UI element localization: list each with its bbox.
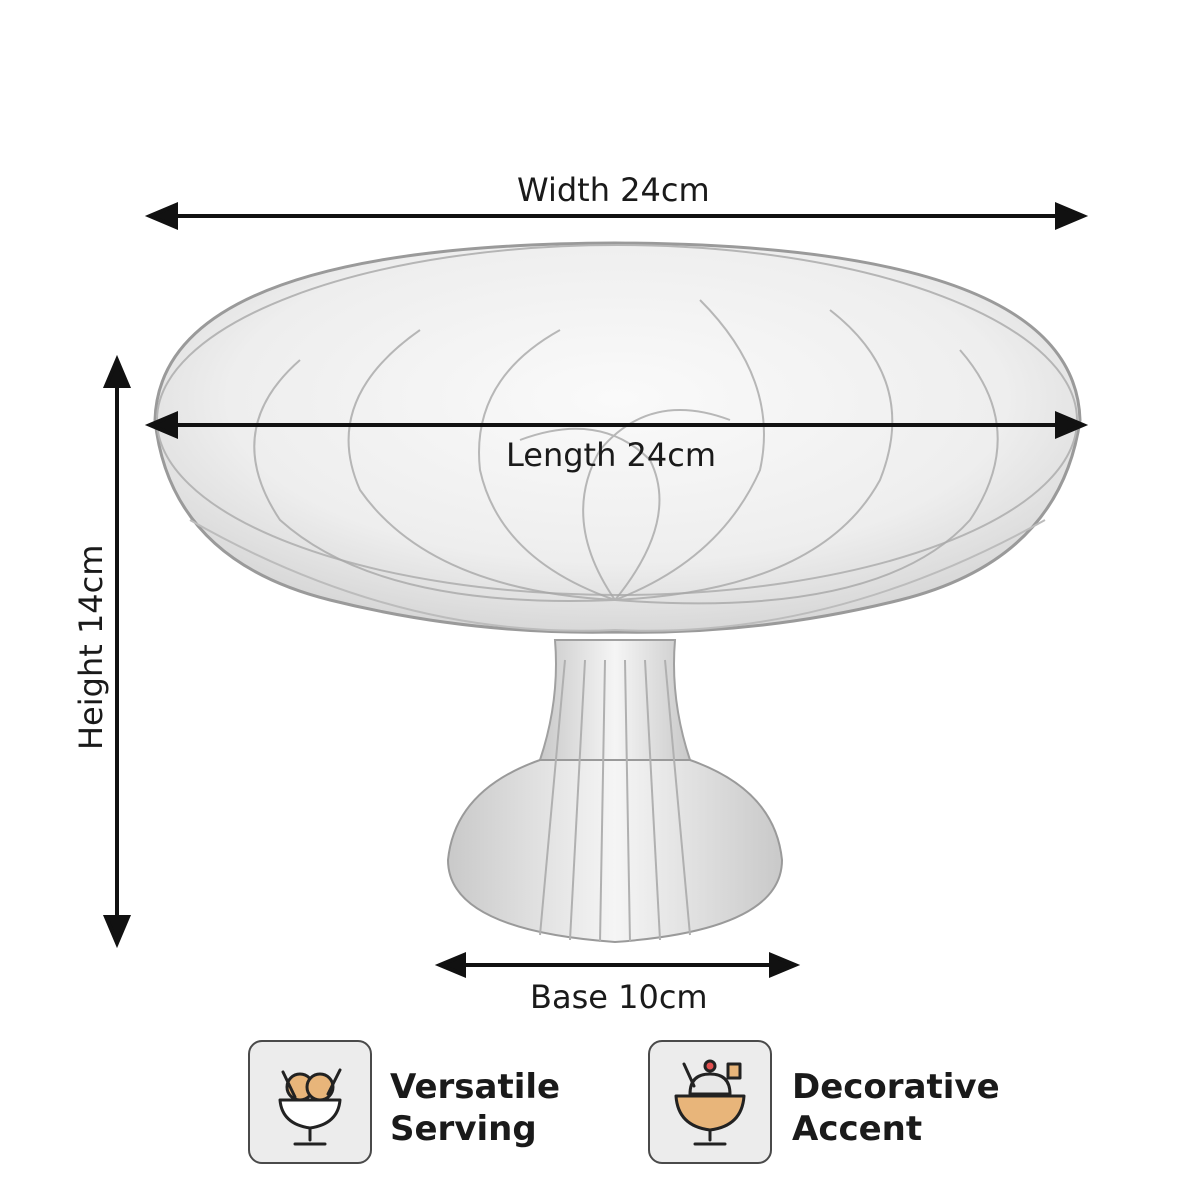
decorative-accent-icon-box [648,1040,772,1164]
versatile-serving-icon-box [248,1040,372,1164]
sundae-icon [674,1059,746,1146]
feature-line1: Versatile [390,1067,561,1107]
feature-line2: Serving [390,1109,537,1149]
ice-cream-bowl-icon [278,1068,342,1146]
feature-line2: Accent [792,1109,923,1149]
feature-line1: Decorative [792,1067,1000,1107]
versatile-serving-text: Versatile Serving [390,1066,560,1150]
width-label: Width 24cm [517,171,710,209]
height-label: Height 14cm [72,544,110,750]
base-label: Base 10cm [530,978,708,1016]
decorative-accent-text: Decorative Accent [792,1066,1000,1150]
length-label: Length 24cm [506,436,717,474]
